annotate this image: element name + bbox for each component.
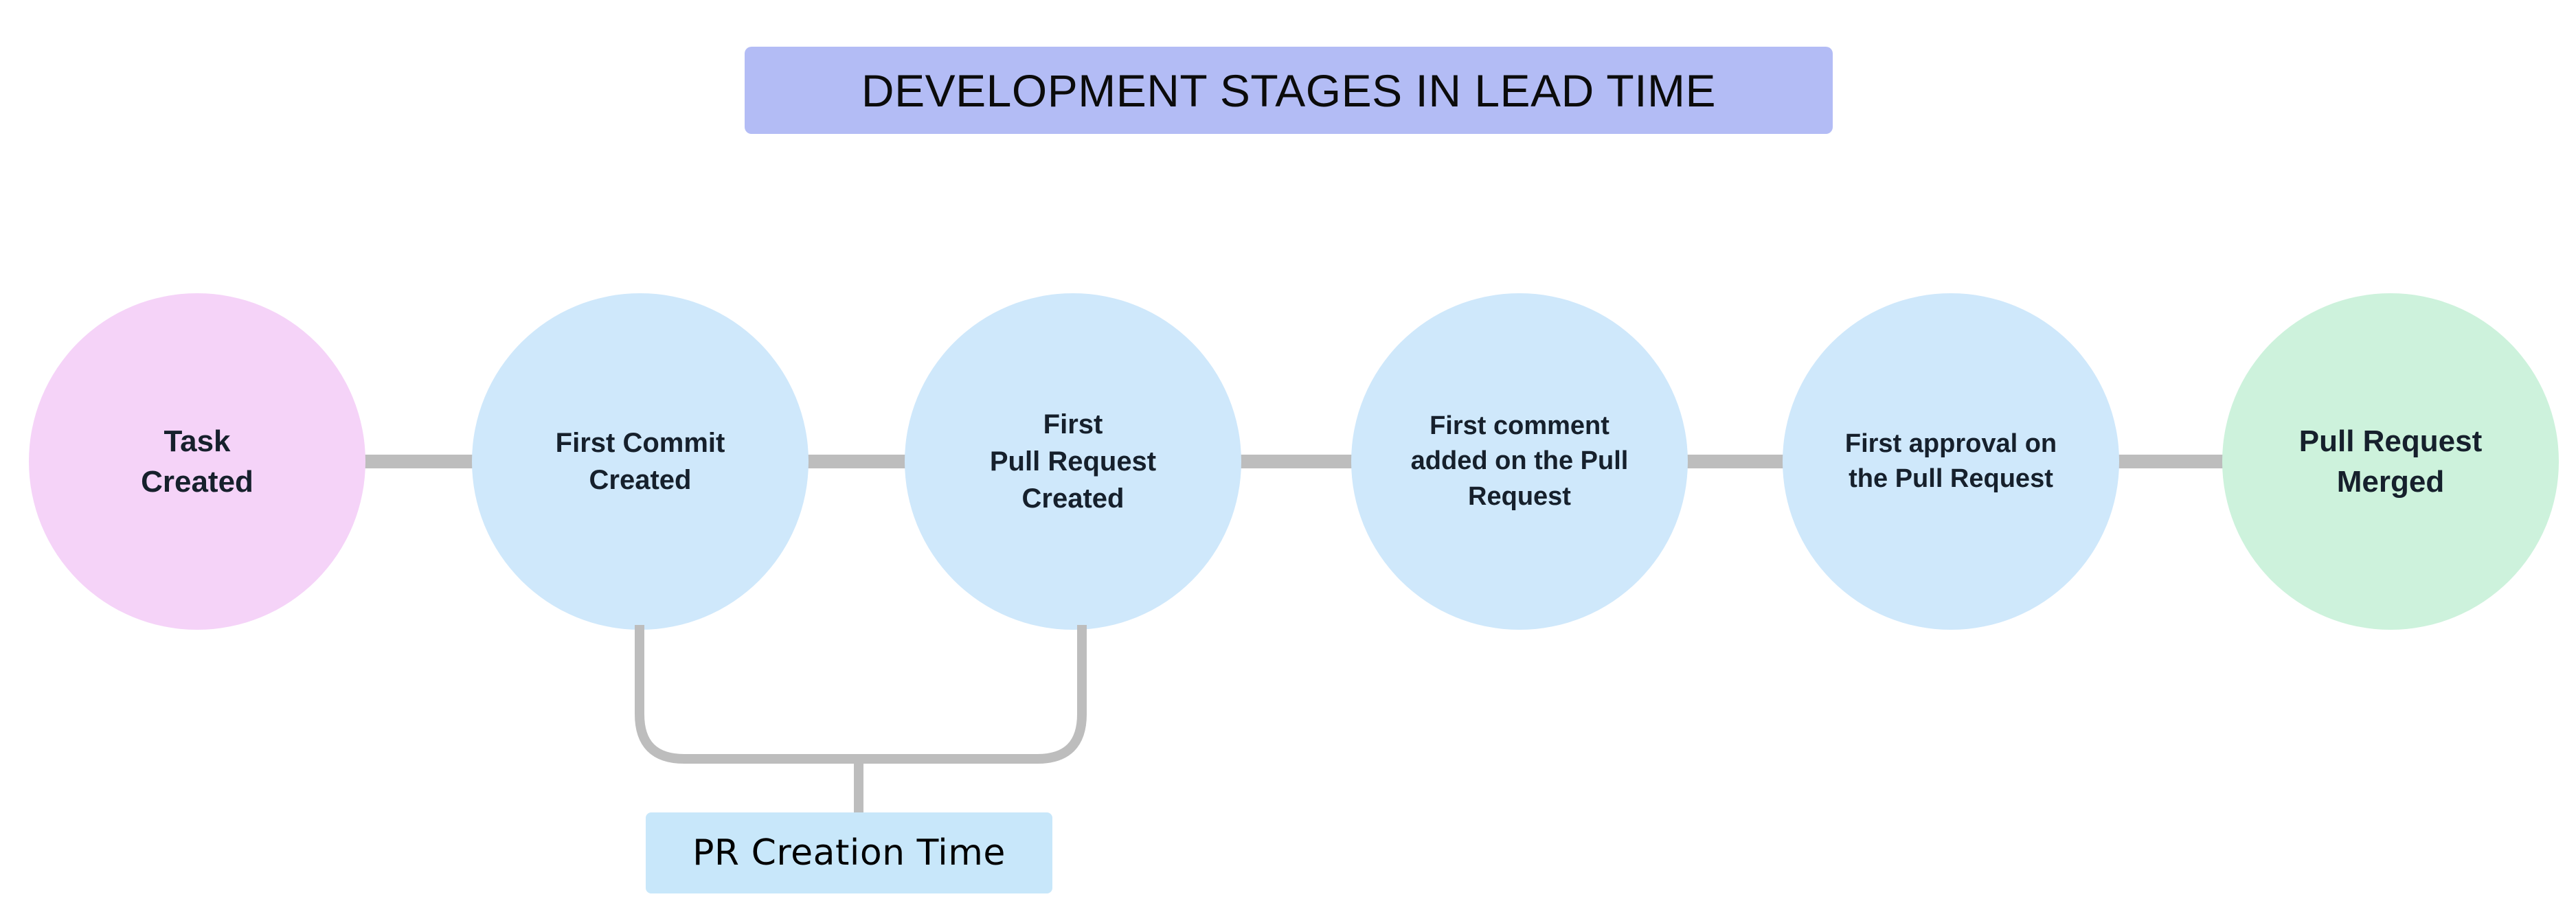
connector-4: [1684, 455, 1786, 468]
node-pull-request-merged[interactable]: Pull Request Merged: [2222, 293, 2559, 630]
node-first-pull-request-created[interactable]: First Pull Request Created: [905, 293, 1241, 630]
node-label: First Commit Created: [555, 428, 725, 495]
node-label: First Pull Request Created: [989, 409, 1157, 514]
node-label: First approval on the Pull Request: [1844, 429, 2057, 493]
node-first-comment-added[interactable]: First comment added on the Pull Request: [1351, 293, 1688, 630]
node-label: Task Created: [141, 424, 253, 499]
diagram-title-banner: DEVELOPMENT STAGES IN LEAD TIME: [745, 47, 1833, 134]
annotation-pr-creation-time[interactable]: PR Creation Time: [646, 812, 1052, 893]
connector-5: [2116, 455, 2224, 468]
node-first-commit-created[interactable]: First Commit Created: [472, 293, 809, 630]
node-task-created[interactable]: Task Created: [29, 293, 365, 630]
node-first-approval[interactable]: First approval on the Pull Request: [1783, 293, 2119, 630]
page-title: DEVELOPMENT STAGES IN LEAD TIME: [861, 65, 1717, 116]
connector-2: [805, 455, 907, 468]
connector-3: [1238, 455, 1356, 468]
annotation-label: PR Creation Time: [692, 832, 1006, 874]
node-label: Pull Request Merged: [2298, 424, 2483, 499]
connector-1: [362, 455, 477, 468]
node-label: First comment added on the Pull Request: [1410, 411, 1629, 511]
